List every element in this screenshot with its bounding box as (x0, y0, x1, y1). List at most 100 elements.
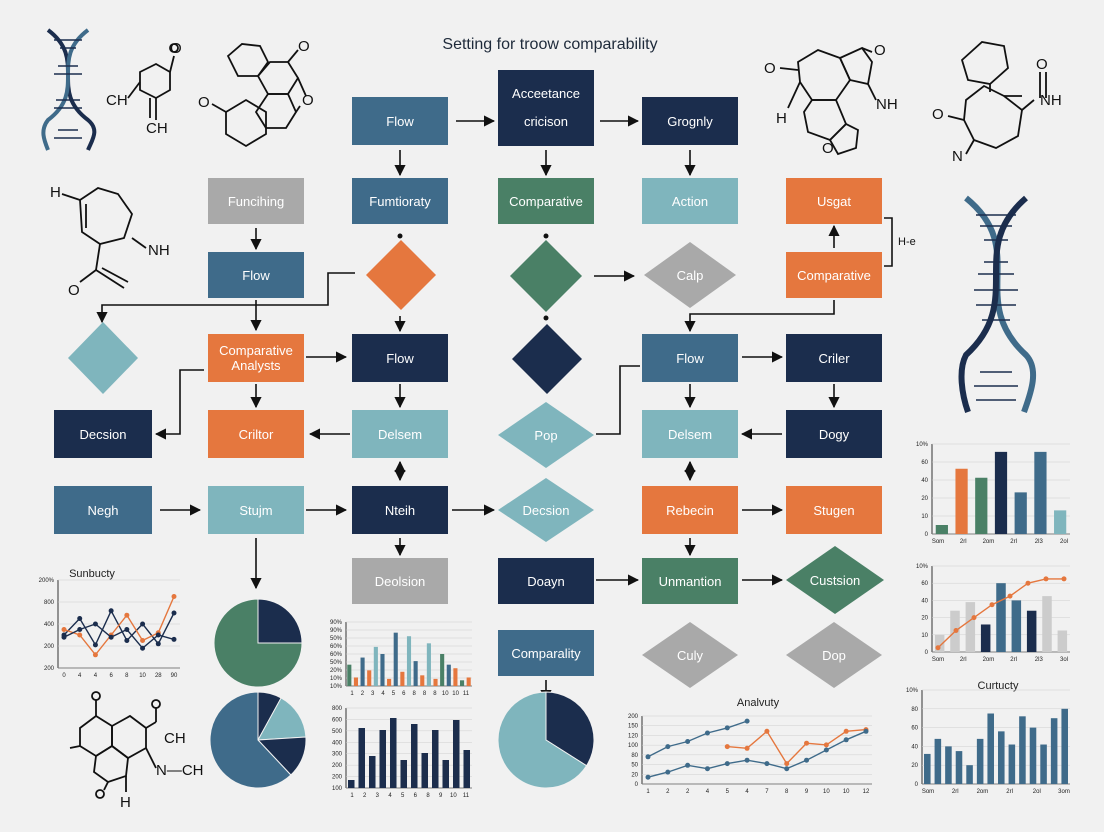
data-point (784, 766, 790, 772)
data-point (77, 616, 83, 621)
diamond-custsion[interactable]: Custsion (786, 546, 884, 614)
node-unmantion[interactable]: Unmantion (642, 558, 738, 604)
data-point (1043, 576, 1049, 582)
data-point (744, 718, 750, 724)
node-action[interactable]: Action (642, 178, 738, 224)
diamond-dop[interactable]: Dop (786, 622, 882, 688)
node-flow[interactable]: Flow (352, 97, 448, 145)
y-tick-label: 60 (921, 581, 928, 587)
node-comparative-analysis[interactable]: Comparative Analysts (208, 334, 304, 382)
node-negh[interactable]: Negh (54, 486, 152, 534)
x-tick-label: 1 (646, 789, 650, 795)
data-point (665, 769, 671, 775)
x-tick-label: 9 (805, 789, 809, 795)
y-tick-label: 150 (628, 724, 639, 730)
y-tick-label: 200 (332, 763, 343, 769)
node-deolsion[interactable]: Deolsion (352, 558, 448, 604)
diamond-calp[interactable]: Calp (644, 242, 736, 308)
bar (406, 636, 412, 686)
y-tick-label: 0 (635, 782, 639, 788)
x-tick-label: 2om (977, 789, 989, 795)
y-tick-label: 60% (330, 644, 343, 650)
bar (934, 738, 942, 784)
node-criltor[interactable]: Criltor (208, 410, 304, 458)
diamond-decision[interactable] (510, 240, 582, 312)
node-doayn[interactable]: Doayn (498, 558, 594, 604)
y-tick-label: 50 (631, 763, 638, 769)
diamond-pop[interactable]: Pop (498, 402, 594, 468)
data-point (863, 728, 869, 734)
data-point (665, 744, 671, 750)
node-flow[interactable]: Flow (352, 334, 448, 382)
data-point (155, 641, 161, 647)
diamond-decision[interactable] (512, 324, 582, 394)
y-tick-label: 10% (916, 564, 929, 570)
data-point (140, 645, 146, 651)
data-point (77, 632, 83, 638)
node-acceptance-criterion[interactable]: Acceetance cricison (498, 70, 594, 146)
x-tick-label: 4 (381, 691, 385, 697)
node-comparative[interactable]: Comparative (786, 252, 882, 298)
x-tick-label: 1 (350, 691, 354, 697)
node-comparality[interactable]: Comparality (498, 630, 594, 676)
node-criler[interactable]: Criler (786, 334, 882, 382)
x-tick-label: 6 (402, 691, 406, 697)
x-tick-label: 8 (785, 789, 789, 795)
node-comparative[interactable]: Comparative (498, 178, 594, 224)
bar (987, 713, 994, 784)
bar (431, 730, 439, 788)
node-stugen[interactable]: Stugen (786, 486, 882, 534)
node-delsem[interactable]: Delsem (642, 410, 738, 458)
x-tick-label: 10 (843, 789, 850, 795)
node-decision[interactable]: Decsion (54, 410, 152, 458)
diamond-decision[interactable]: Decsion (498, 478, 594, 542)
bar (1026, 610, 1037, 652)
chart-title: Sunbucty (69, 568, 115, 580)
data-point (784, 761, 790, 767)
chem-label: CH (146, 120, 168, 137)
bar (410, 724, 418, 788)
series-line (63, 623, 175, 650)
node-usgat[interactable]: Usgat (786, 178, 882, 224)
y-tick-label: 80 (911, 707, 918, 713)
bar (400, 760, 408, 788)
data-point (843, 737, 849, 743)
bracket (884, 217, 893, 267)
node-grognly[interactable]: Grognly (642, 97, 738, 145)
x-tick-label: 10 (139, 673, 146, 679)
bar (440, 654, 445, 686)
node-flow[interactable]: Flow (642, 334, 738, 382)
x-tick-label: 3ol (1060, 657, 1068, 663)
node-funcihing[interactable]: Funcihing (208, 178, 304, 224)
bar (1011, 600, 1022, 652)
x-tick-label: 5 (401, 793, 405, 799)
node-nteih[interactable]: Nteih (352, 486, 448, 534)
chem-label: O (1036, 56, 1048, 73)
node-rebecin[interactable]: Rebecin (642, 486, 738, 534)
chem-label: H (50, 184, 61, 201)
data-point (1025, 580, 1031, 586)
arrow (96, 272, 355, 324)
diamond-culy[interactable]: Culy (642, 622, 738, 688)
data-point (155, 632, 161, 638)
node-fumtioraty[interactable]: Fumtioraty (352, 178, 448, 224)
data-point (724, 744, 730, 750)
x-tick-label: 2rl (1010, 539, 1017, 545)
data-point (92, 642, 98, 648)
diamond-decision[interactable] (366, 240, 436, 310)
y-tick-label: 80 (631, 753, 638, 759)
pie-slice (213, 598, 303, 688)
node-dogy[interactable]: Dogy (786, 410, 882, 458)
bar (1057, 630, 1068, 652)
bar (380, 654, 385, 686)
y-tick-label: 40 (921, 598, 928, 604)
y-tick-label: 800 (44, 600, 55, 606)
node-delsem[interactable]: Delsem (352, 410, 448, 458)
data-point (1061, 576, 1067, 582)
diamond-decision[interactable] (68, 322, 138, 394)
bar (998, 731, 1005, 784)
node-stujm[interactable]: Stujm (208, 486, 304, 534)
bar (996, 583, 1006, 652)
node-flow[interactable]: Flow (208, 252, 304, 298)
pie-slice (257, 697, 307, 741)
